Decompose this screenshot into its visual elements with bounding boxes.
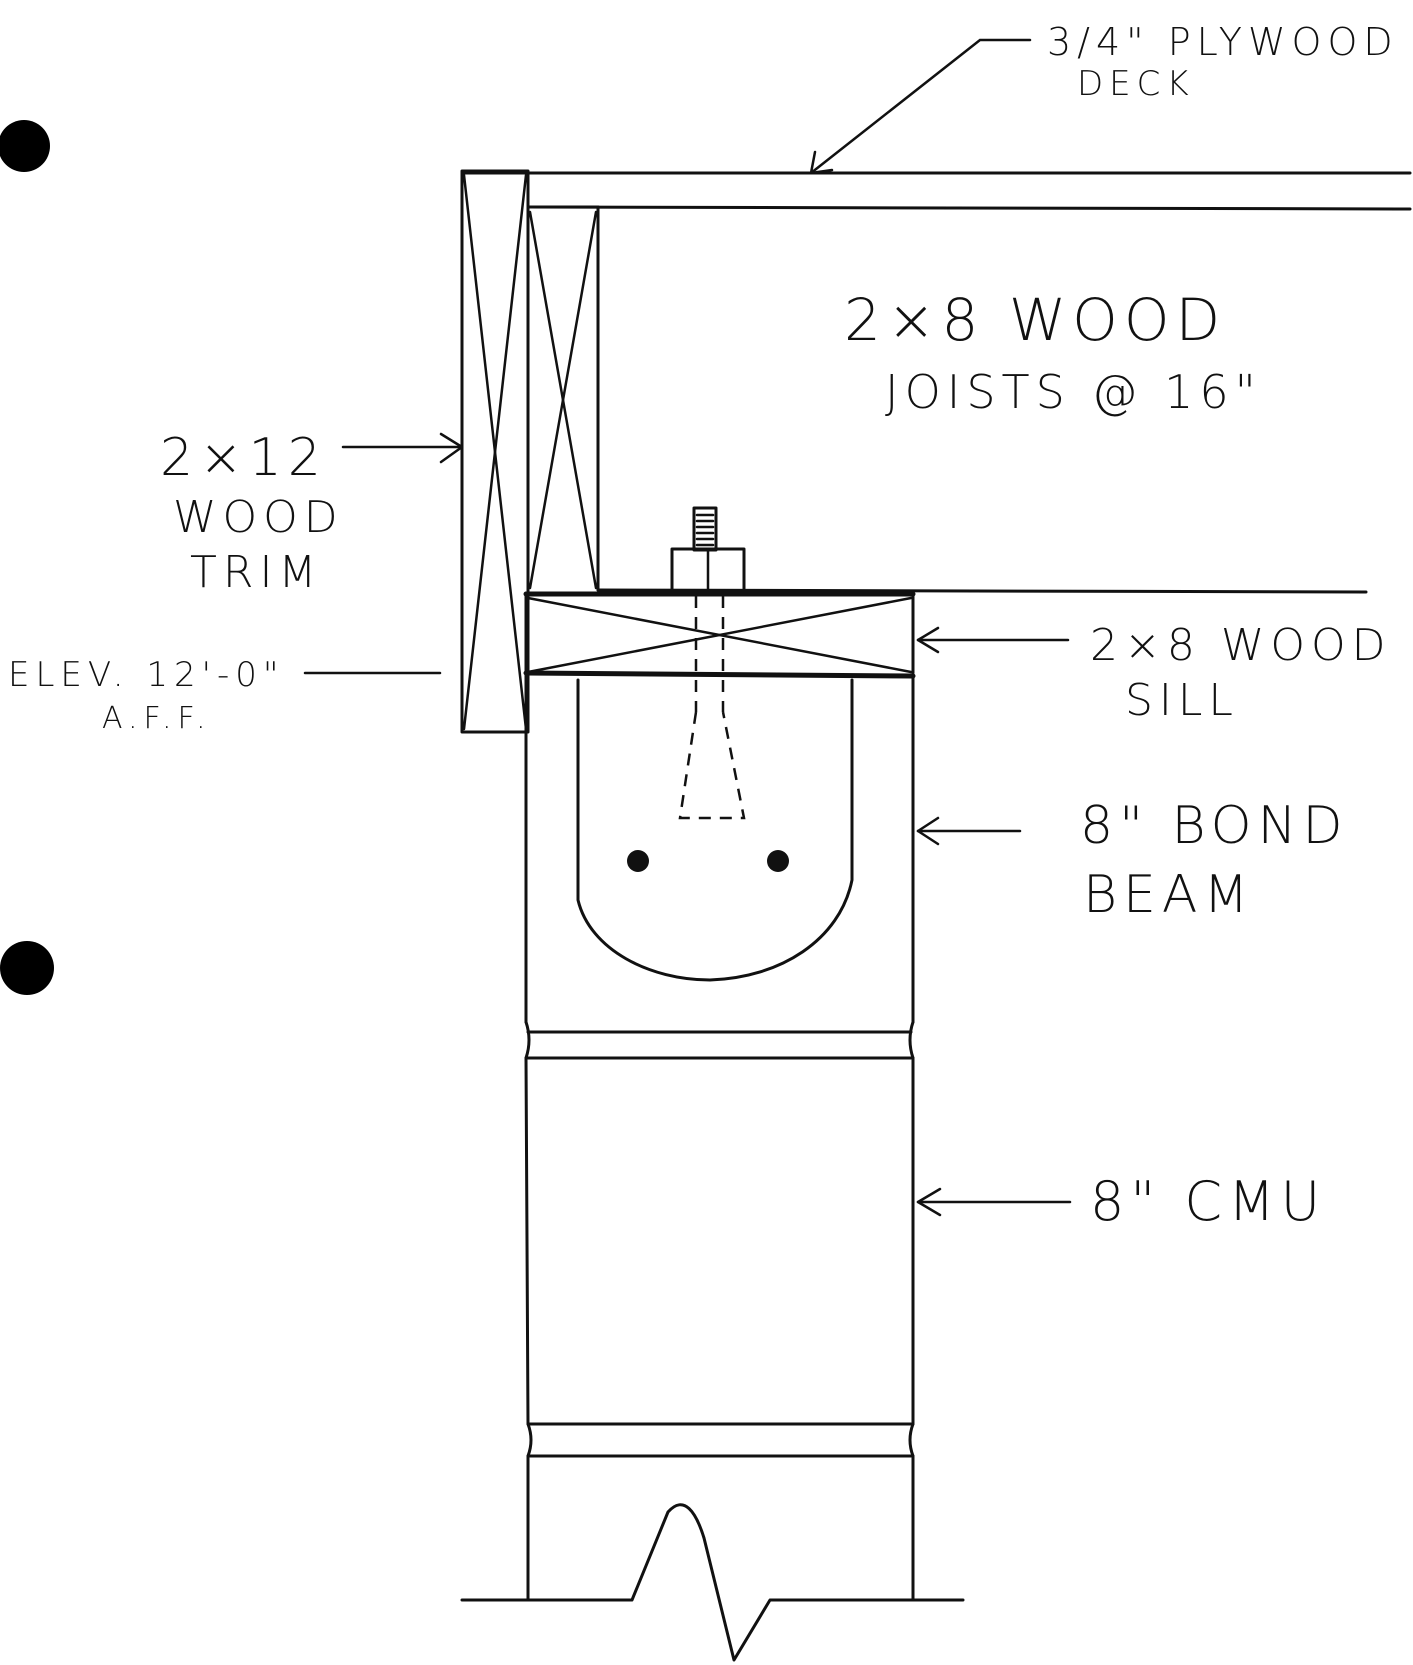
leader-bond-beam (916, 816, 1022, 846)
label-plywood-line2: DECK (1077, 64, 1195, 104)
binder-hole-top (0, 120, 50, 172)
label-trim-line3: TRIM (190, 547, 322, 598)
bond-beam-block (524, 671, 915, 1060)
label-elevation-line2: A.F.F. (102, 701, 211, 736)
label-bond-beam-line2: BEAM (1083, 865, 1254, 925)
anchor-bolt (658, 506, 758, 820)
label-sill-line2: SILL (1125, 675, 1239, 726)
label-sill-line1: 2×8 WOOD (1090, 620, 1392, 671)
label-trim-line2: WOOD (173, 492, 344, 543)
rebar-right (767, 850, 789, 872)
plywood-deck (460, 171, 1412, 211)
leader-cmu (916, 1187, 1072, 1217)
binder-hole-bottom (0, 941, 54, 995)
wood-trim-board (460, 169, 530, 734)
label-joists-line1: 2×8 WOOD (844, 286, 1226, 354)
cmu-blocks (524, 1056, 915, 1602)
break-line (460, 1503, 965, 1662)
label-plywood-line1: 3/4" PLYWOOD (1047, 20, 1399, 64)
leader-trim (341, 432, 464, 464)
label-trim-line1: 2×12 (160, 428, 327, 488)
label-joists-line2: JOISTS @ 16" (885, 365, 1262, 419)
label-cmu: 8" CMU (1090, 1170, 1326, 1233)
rebar-left (627, 850, 649, 872)
label-bond-beam-line1: 8" BOND (1080, 796, 1349, 856)
rim-joist (526, 205, 600, 592)
leader-plywood (809, 38, 1032, 175)
leader-sill (916, 626, 1070, 654)
wood-sill (523, 591, 916, 679)
label-elevation-line1: ELEV. 12'-0" (8, 655, 285, 695)
